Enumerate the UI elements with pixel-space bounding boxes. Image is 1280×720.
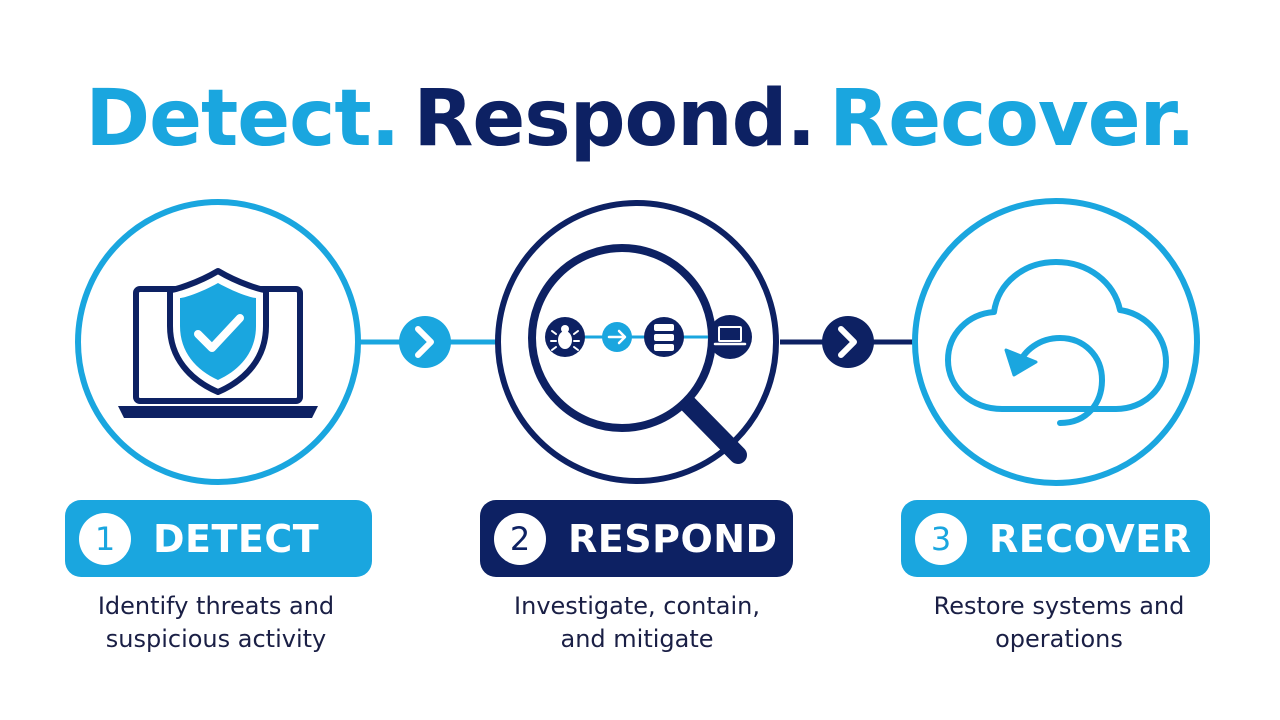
laptop-shield-check-icon: [118, 268, 318, 418]
step-label: RESPOND: [568, 516, 778, 561]
headline-respond: Respond.: [413, 74, 816, 164]
step-detect-pill: 1 DETECT: [65, 500, 372, 577]
description-line: Restore systems and: [933, 592, 1185, 620]
description-line: operations: [995, 625, 1123, 653]
step-respond-description: Investigate, contain, and mitigate: [472, 590, 802, 656]
chevron-right-icon: [822, 316, 874, 368]
step-number-badge: 2: [494, 512, 546, 565]
description-line: suspicious activity: [105, 625, 327, 653]
bug-icon: [545, 317, 585, 357]
description-line: Identify threats and: [97, 592, 335, 620]
cloud-restore-icon: [945, 259, 1169, 426]
magnifier-flow-icon: [528, 244, 752, 464]
step-number-badge: 1: [79, 512, 131, 565]
description-line: and mitigate: [560, 625, 714, 653]
description-line: Investigate, contain,: [514, 592, 760, 620]
headline-detect: Detect.: [85, 74, 400, 164]
step-label: DETECT: [153, 516, 320, 561]
laptop-icon: [708, 315, 752, 359]
chevron-right-icon: [399, 316, 451, 368]
step-respond-pill: 2 RESPOND: [480, 500, 793, 577]
step-label: RECOVER: [989, 516, 1192, 561]
server-icon: [644, 317, 684, 357]
step-recover-pill: 3 RECOVER: [901, 500, 1210, 577]
headline-recover: Recover.: [829, 74, 1196, 164]
headline: Detect.Respond.Recover.: [0, 74, 1280, 164]
arrow-right-icon: [602, 322, 632, 352]
step-number-badge: 3: [915, 512, 967, 565]
step-detect-description: Identify threats and suspicious activity: [51, 590, 381, 656]
step-recover-description: Restore systems and operations: [894, 590, 1224, 656]
